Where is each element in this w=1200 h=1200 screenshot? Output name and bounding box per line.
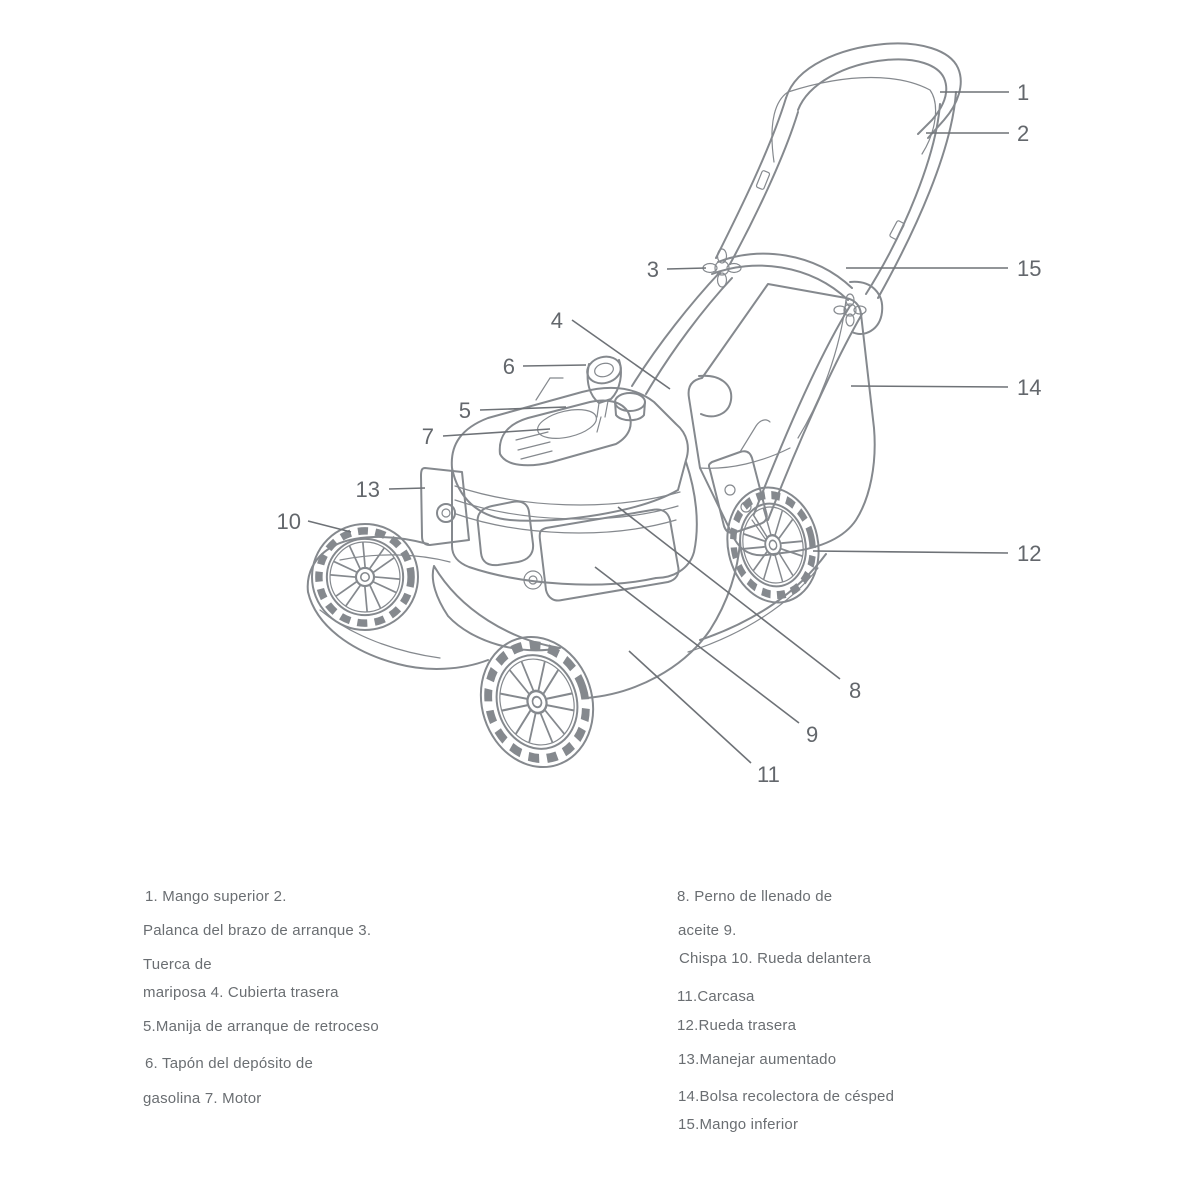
front-left-wheel	[312, 524, 418, 630]
front-right-wheel	[464, 622, 609, 782]
callout-12: 12	[1017, 541, 1041, 566]
legend-left-line: Palanca del brazo de arranque 3.	[143, 922, 372, 939]
callout-8: 8	[849, 678, 861, 703]
right-knob	[833, 293, 867, 327]
callout-7: 7	[422, 424, 434, 449]
callout-10: 10	[277, 509, 301, 534]
callout-3: 3	[647, 257, 659, 282]
starter-grip	[586, 355, 622, 433]
legend-left-line: mariposa 4. Cubierta trasera	[143, 984, 339, 1001]
bag-handle-cutout	[698, 374, 733, 418]
legend-right-line: 11.Carcasa	[677, 988, 755, 1005]
leader-6	[522, 364, 587, 367]
callout-13: 13	[356, 477, 380, 502]
legend-left-line: 1. Mango superior 2.	[145, 888, 287, 905]
callout-5: 5	[459, 398, 471, 423]
legend-right-line: 15.Mango inferior	[678, 1116, 799, 1133]
callout-6: 6	[503, 354, 515, 379]
legend-right-line: 14.Bolsa recolectora de césped	[678, 1088, 895, 1105]
starter-arm-lever	[771, 76, 937, 163]
handle-bracket-rear	[707, 419, 771, 541]
rear-wheel	[717, 479, 829, 611]
callout-4: 4	[551, 308, 563, 333]
leader-7	[442, 428, 551, 437]
leader-14	[850, 385, 1009, 388]
legend-right-line: 12.Rueda trasera	[677, 1017, 797, 1034]
legend-left-line: Tuerca de	[143, 956, 212, 973]
leader-10	[307, 520, 352, 533]
leader-4	[571, 319, 671, 390]
leader-8	[617, 506, 841, 680]
callout-leaders	[307, 91, 1009, 764]
legend-right-line: 13.Manejar aumentado	[678, 1051, 837, 1068]
callout-1: 1	[1017, 80, 1029, 105]
lower-handle	[631, 248, 884, 521]
legend-right-line: aceite 9.	[678, 922, 737, 939]
callout-14: 14	[1017, 375, 1041, 400]
legend-right-line: 8. Perno de llenado de	[677, 888, 833, 905]
callout-2: 2	[1017, 121, 1029, 146]
legend-left-line: 5.Manija de arranque de retroceso	[143, 1018, 379, 1035]
callout-15: 15	[1017, 256, 1041, 281]
handle-bracket-left	[420, 467, 470, 546]
leader-11	[628, 650, 752, 764]
upper-handle	[715, 42, 962, 299]
leader-9	[594, 566, 800, 724]
legend-right-line: Chispa 10. Rueda delantera	[679, 950, 871, 967]
leader-3	[666, 267, 707, 270]
callout-numbers: 1 2 3 4 5 6 7 8 9 10 11 12 13 14 15	[277, 80, 1042, 787]
engine	[450, 355, 698, 602]
callout-11: 11	[757, 762, 780, 787]
lawn-mower-diagram: 1 2 3 4 5 6 7 8 9 10 11 12 13 14 15	[277, 42, 1042, 787]
throttle-lever	[535, 377, 564, 401]
leader-13	[388, 487, 426, 490]
leader-12	[812, 550, 1009, 554]
legend-left-line: gasolina 7. Motor	[143, 1090, 262, 1107]
callout-9: 9	[806, 722, 818, 747]
deck-swoosh	[431, 565, 561, 652]
legend-left-line: 6. Tapón del depósito de	[145, 1055, 313, 1072]
leader-5	[479, 406, 567, 411]
